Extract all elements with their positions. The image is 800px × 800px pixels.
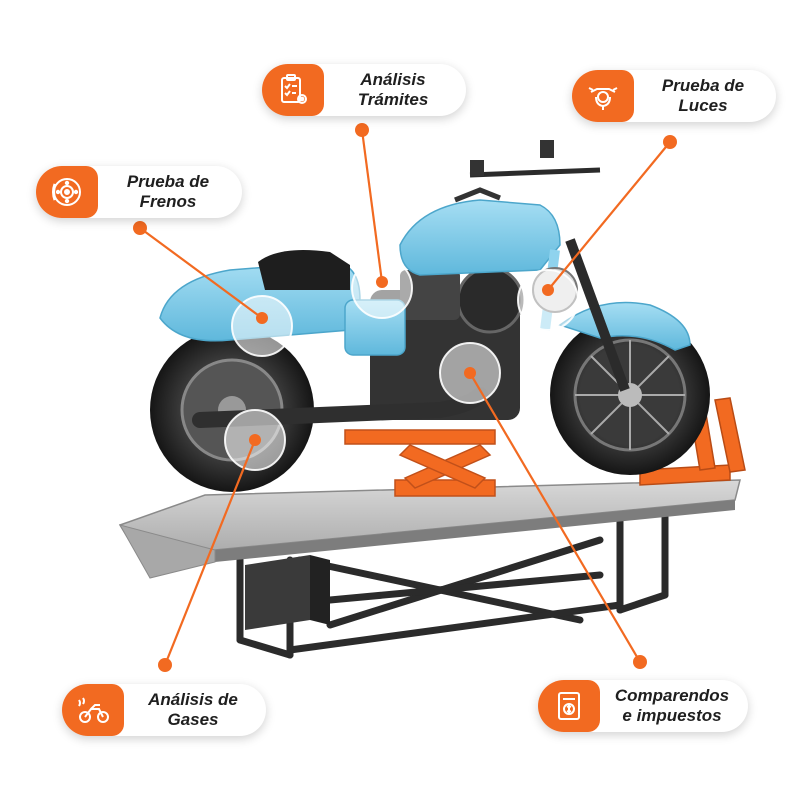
callout-label: Análisis de Gases (148, 690, 238, 729)
callout-badge (62, 684, 124, 736)
lift-hydraulic-box (245, 555, 330, 630)
motorcycle-body (159, 187, 691, 356)
callout-badge (36, 166, 98, 218)
callout-analisis-gases: Análisis de Gases (62, 684, 266, 736)
center-jack (344, 429, 496, 497)
brake-disc-icon (52, 178, 81, 206)
tax-document-icon (558, 692, 580, 720)
clipboard-gear-icon (281, 74, 307, 104)
callout-label: Prueba de Luces (661, 76, 745, 115)
lift-frame (236, 506, 669, 659)
callout-label: Análisis Trámites (357, 70, 429, 109)
callout-badge (538, 680, 600, 732)
callout-badge (572, 70, 634, 122)
callout-badge (262, 64, 324, 116)
wheel-chock (639, 397, 746, 486)
callout-analisis-tramites: Análisis Trámites (262, 64, 466, 116)
callout-comparendos-impuestos: Comparendos e impuestos (538, 680, 748, 732)
callout-label: Comparendos e impuestos (614, 686, 730, 725)
callout-prueba-frenos: Prueba de Frenos (36, 166, 242, 218)
callout-label: Prueba de Frenos (126, 172, 210, 211)
front-wheel (550, 315, 710, 475)
motorcycle-exhaust-icon (78, 697, 109, 723)
lift-platform (118, 479, 741, 579)
connector-lines (139, 129, 671, 666)
callout-prueba-luces: Prueba de Luces (572, 70, 776, 122)
motorcycle-headlight-icon (588, 87, 618, 110)
connector-dots (133, 123, 677, 672)
